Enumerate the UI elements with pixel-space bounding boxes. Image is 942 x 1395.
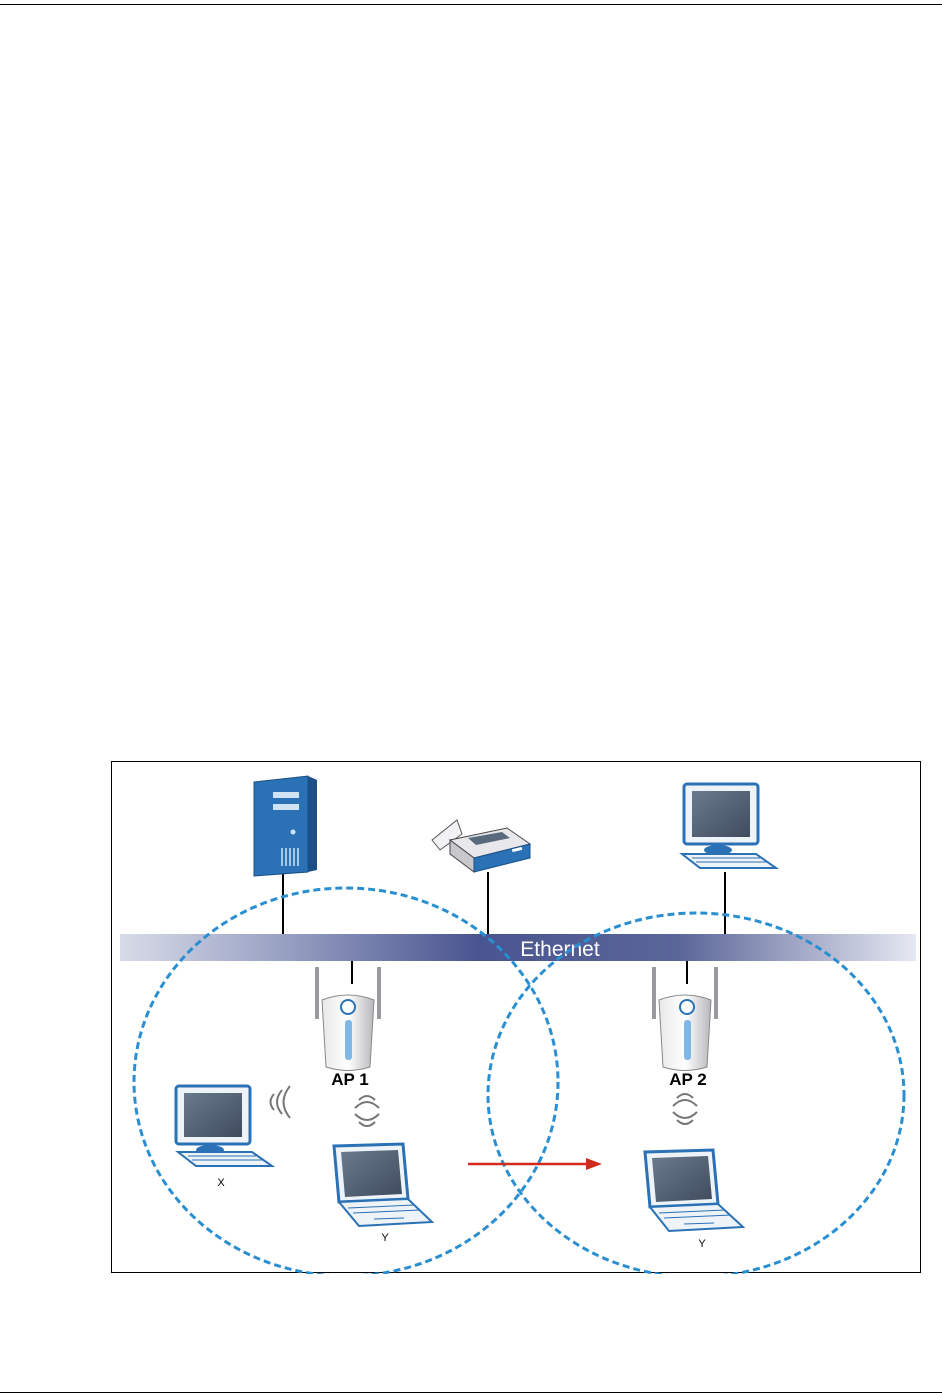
ethernet-backbone: Ethernet (120, 934, 916, 961)
wireless-signal-icon (673, 1094, 697, 1124)
access-point-1-icon: AP 1 (315, 967, 381, 1089)
server-icon (254, 776, 317, 876)
wireless-signal-icon (271, 1086, 291, 1118)
footer-rule (0, 1392, 942, 1393)
laptop-y-roamed-icon: Y (645, 1150, 743, 1250)
wireless-desktop-x-icon: X (176, 1086, 272, 1189)
wireless-signal-icon (355, 1096, 379, 1126)
ap1-label: AP 1 (331, 1070, 369, 1089)
client-y-label: Y (381, 1232, 389, 1244)
roaming-diagram: Ethernet (111, 761, 921, 1273)
access-point-2-icon: AP 2 (652, 967, 718, 1089)
laptop-y-icon: Y (334, 1144, 432, 1244)
header-rule (0, 4, 942, 5)
ap2-label: AP 2 (669, 1070, 707, 1089)
desktop-computer-icon (682, 784, 776, 868)
client-x-label: X (217, 1177, 225, 1189)
printer-icon (432, 820, 530, 872)
diagram-canvas: Ethernet (112, 762, 922, 1274)
client-y-moved-label: Y (698, 1238, 706, 1250)
